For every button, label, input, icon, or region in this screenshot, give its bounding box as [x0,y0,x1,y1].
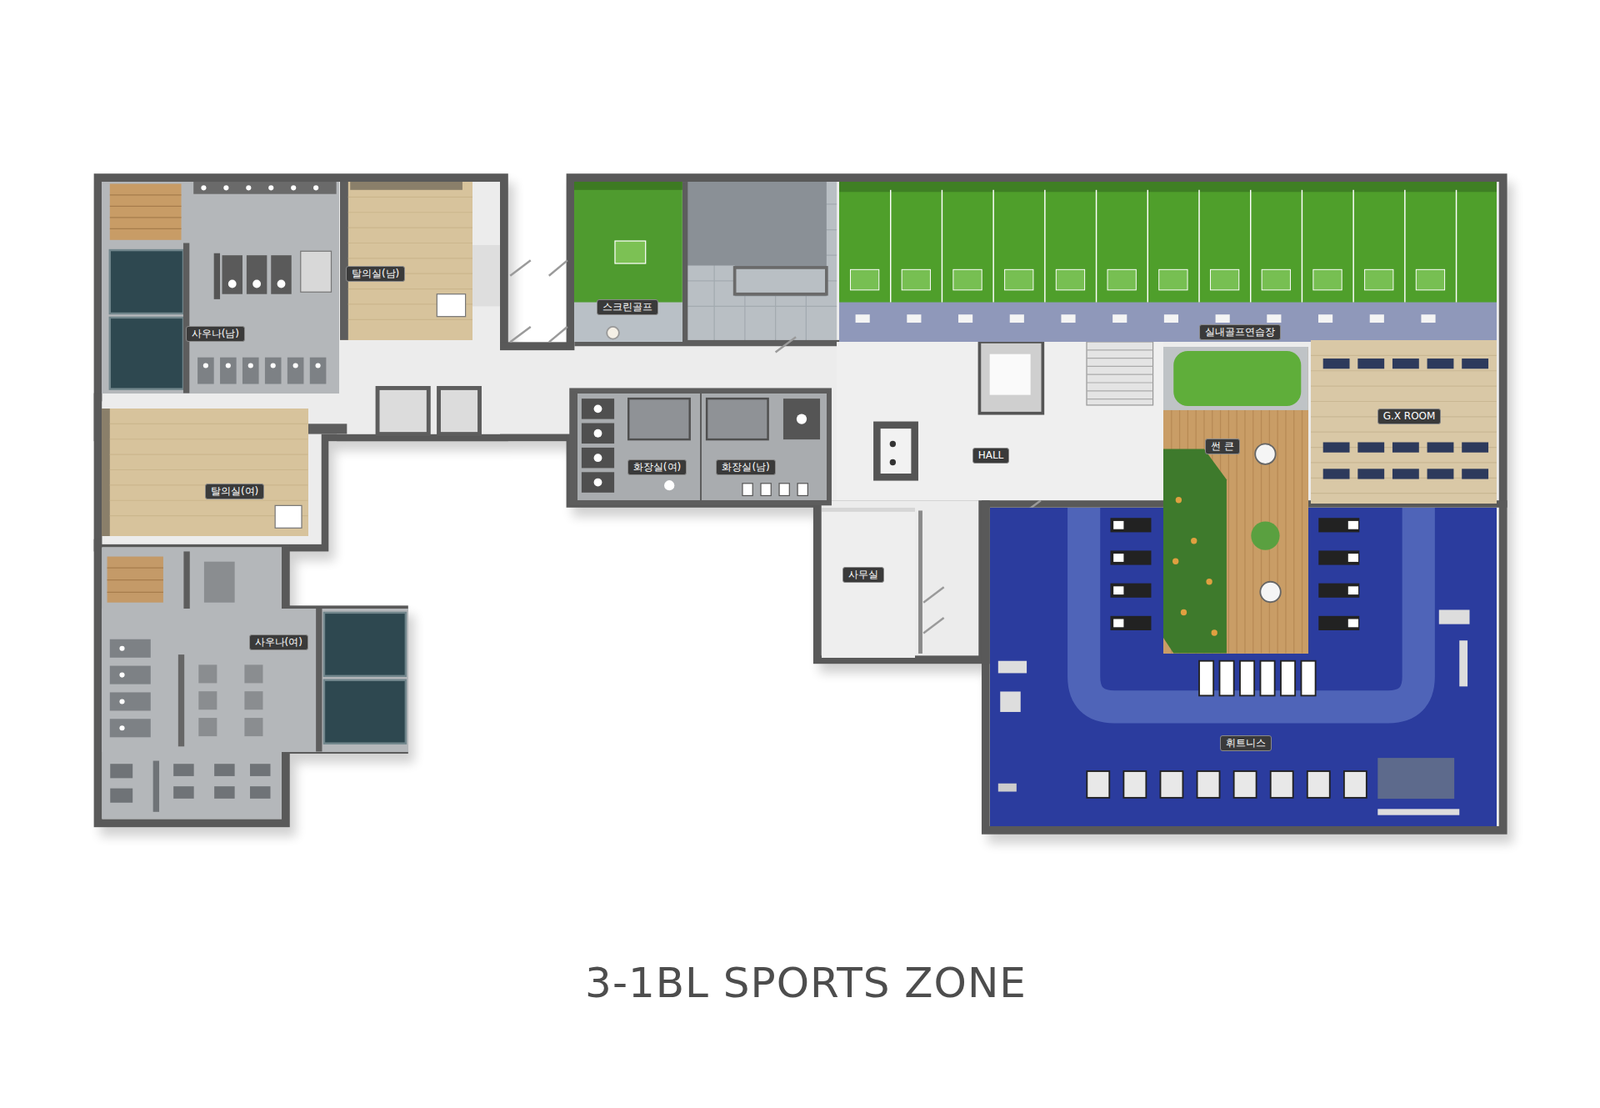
room-label: 썬 큰 [1205,438,1240,455]
room-area: 화장실(여) [577,393,700,501]
room-area: 탈의실(여) [101,408,308,536]
room-area: G.X ROOM [1310,340,1497,504]
room-illustration [836,341,1164,500]
room-label: G.X ROOM [1377,408,1442,425]
room-label: 사무실 [842,566,885,583]
room-illustration [101,408,308,536]
room-area: 탈의실(남) [340,181,473,340]
room-label: 실내골프연습장 [1199,324,1281,340]
room-illustration [577,393,700,501]
room-area: 화장실(남) [701,393,826,501]
room-label: 스크린골프 [596,299,659,315]
room-label: 탈의실(여) [205,483,265,500]
room-illustration [839,181,1498,342]
room-area: 사우나(남) [101,181,339,394]
room-area: 사무실 [821,507,916,658]
room-label: HALL [972,447,1010,464]
room-area: HALL [836,341,1164,500]
room-illustration [101,181,339,394]
room-illustration [1163,346,1309,653]
room-label: 휘트니스 [1220,735,1272,751]
room-label: 사우나(남) [185,325,245,342]
room-area: 스크린골프 [574,181,683,342]
room-label: 탈의실(남) [345,265,405,282]
room-label: 화장실(남) [715,459,775,475]
room-area: 썬 큰 [1163,346,1309,653]
room-area: 사우나(여) [101,608,408,751]
room-label: 사우나(여) [249,634,309,650]
room-illustration [101,608,408,751]
diagram-title: 3-1BL SPORTS ZONE [585,958,1027,1007]
room-illustration [574,181,683,342]
room-area: 실내골프연습장 [839,181,1498,342]
room-illustration [340,181,473,340]
room-illustration [701,393,826,501]
room-label: 화장실(여) [627,459,687,475]
